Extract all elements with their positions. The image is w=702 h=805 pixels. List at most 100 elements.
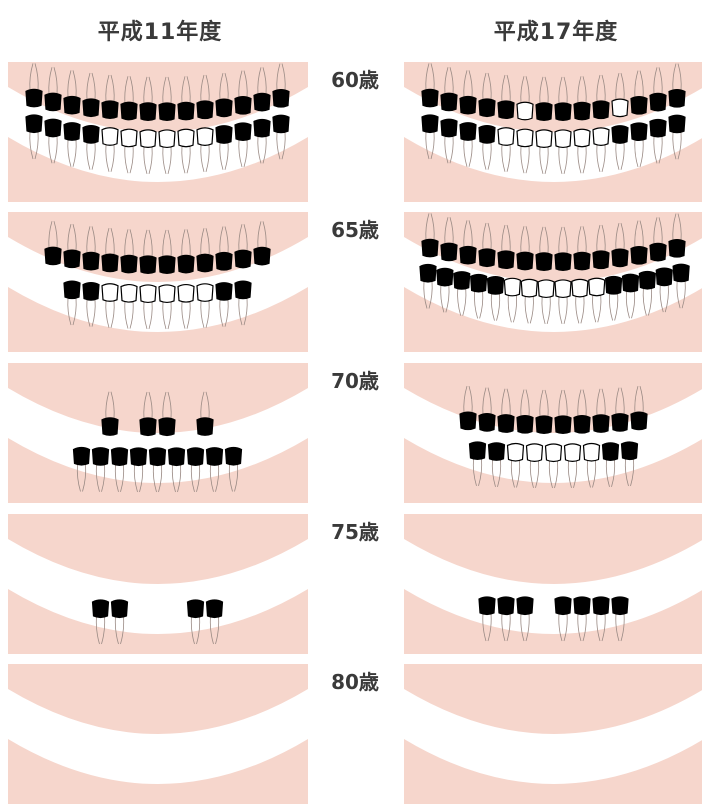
age-label-65: 65歳 bbox=[320, 214, 390, 243]
upper-tooth bbox=[422, 89, 438, 107]
dentition-diagram bbox=[404, 664, 702, 804]
lower-tooth bbox=[83, 126, 99, 143]
lower-tooth bbox=[603, 443, 619, 461]
lower-tooth bbox=[673, 264, 689, 282]
lower-tooth bbox=[254, 119, 270, 136]
age-label-80: 80歳 bbox=[320, 666, 390, 695]
lower-tooth bbox=[74, 447, 90, 465]
upper-tooth bbox=[631, 247, 647, 265]
upper-tooth bbox=[574, 252, 590, 269]
lower-tooth bbox=[216, 126, 232, 144]
lower-tooth bbox=[83, 283, 99, 301]
lower-tooth bbox=[216, 283, 232, 301]
lower-tooth bbox=[441, 119, 457, 137]
lower-tooth bbox=[169, 448, 185, 466]
lower-tooth bbox=[517, 597, 533, 615]
lower-tooth bbox=[121, 285, 137, 303]
lower-tooth bbox=[64, 281, 80, 299]
lower-tooth bbox=[121, 129, 137, 147]
lower-tooth bbox=[226, 447, 242, 465]
upper-tooth bbox=[479, 249, 495, 266]
upper-tooth bbox=[555, 103, 571, 121]
dentition-diagram bbox=[8, 363, 308, 503]
column-header-heisei-11: 平成11年度 bbox=[40, 14, 280, 46]
lower-tooth bbox=[521, 279, 537, 297]
upper-tooth bbox=[593, 415, 609, 433]
upper-tooth bbox=[254, 247, 270, 265]
upper-tooth bbox=[555, 253, 571, 271]
lower-tooth bbox=[517, 129, 533, 147]
upper-tooth bbox=[197, 254, 213, 271]
upper-tooth bbox=[479, 99, 495, 117]
lower-tooth bbox=[527, 444, 543, 462]
dentition-panel-row0-left bbox=[8, 62, 308, 202]
dentition-diagram bbox=[404, 212, 702, 352]
upper-tooth bbox=[669, 240, 685, 258]
lower-tooth bbox=[574, 129, 590, 147]
lower-tooth bbox=[460, 123, 476, 141]
lower-tooth bbox=[437, 268, 453, 286]
dentition-panel-row4-right bbox=[404, 664, 702, 804]
upper-tooth bbox=[102, 418, 118, 436]
dentition-panel-row1-right bbox=[404, 212, 702, 352]
dentition-panel-row1-left bbox=[8, 212, 308, 352]
upper-tooth bbox=[517, 416, 533, 434]
lower-tooth bbox=[188, 448, 204, 466]
lower-tooth bbox=[612, 126, 628, 144]
lower-tooth bbox=[479, 126, 495, 143]
lower-tooth bbox=[623, 274, 639, 292]
lower-tooth bbox=[612, 597, 628, 615]
lower-tooth bbox=[64, 123, 80, 141]
lower-tooth bbox=[508, 443, 524, 461]
lower-tooth bbox=[273, 115, 289, 133]
lower-tooth bbox=[102, 284, 118, 302]
upper-tooth bbox=[574, 102, 590, 120]
lower-tooth bbox=[606, 277, 622, 295]
upper-tooth bbox=[83, 252, 99, 270]
lower-tooth bbox=[639, 271, 655, 289]
upper-tooth bbox=[64, 250, 80, 268]
lower-tooth bbox=[593, 128, 609, 146]
upper-tooth bbox=[45, 247, 61, 265]
upper-tooth bbox=[517, 252, 533, 270]
upper-tooth bbox=[45, 93, 61, 111]
upper-tooth bbox=[669, 90, 685, 108]
upper-tooth bbox=[235, 250, 251, 268]
upper-tooth bbox=[83, 99, 99, 117]
upper-tooth bbox=[159, 103, 175, 121]
lower-tooth bbox=[536, 130, 552, 148]
upper-tooth bbox=[574, 416, 590, 433]
upper-tooth bbox=[235, 97, 251, 115]
age-label-60: 60歳 bbox=[320, 64, 390, 93]
upper-tooth bbox=[26, 89, 42, 107]
upper-tooth bbox=[650, 243, 666, 261]
upper-tooth bbox=[159, 256, 175, 274]
upper-tooth bbox=[216, 253, 232, 271]
lower-tooth bbox=[622, 442, 638, 460]
upper-tooth bbox=[140, 256, 156, 273]
lower-tooth bbox=[572, 279, 588, 297]
lower-tooth bbox=[565, 444, 581, 462]
upper-tooth bbox=[178, 255, 194, 273]
lower-tooth bbox=[112, 600, 128, 618]
lower-tooth bbox=[207, 448, 223, 466]
lower-tooth bbox=[131, 448, 147, 466]
lower-tooth bbox=[188, 600, 204, 618]
lower-tooth bbox=[93, 448, 109, 466]
upper-tooth bbox=[254, 93, 270, 111]
upper-tooth bbox=[140, 418, 156, 436]
lower-tooth bbox=[140, 285, 156, 303]
upper-tooth bbox=[441, 243, 457, 261]
upper-tooth bbox=[102, 101, 118, 119]
lower-tooth bbox=[178, 285, 194, 303]
upper-tooth bbox=[631, 97, 647, 115]
lower-tooth bbox=[422, 115, 438, 133]
lower-tooth bbox=[656, 268, 672, 286]
upper-tooth bbox=[273, 90, 289, 108]
upper-tooth bbox=[650, 93, 666, 111]
lower-tooth bbox=[498, 597, 514, 615]
upper-tooth bbox=[441, 93, 457, 111]
lower-tooth bbox=[489, 443, 505, 461]
lower-tooth bbox=[593, 597, 609, 615]
upper-tooth bbox=[460, 96, 476, 114]
